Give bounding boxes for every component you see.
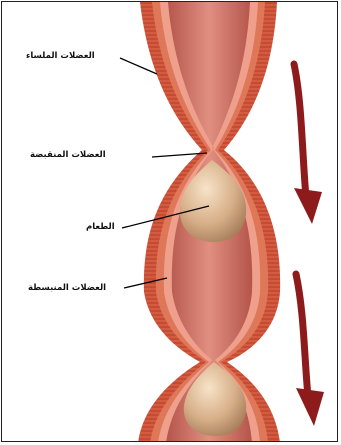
arrow-head-lower — [296, 388, 324, 426]
leader-smooth-muscle — [120, 58, 157, 74]
arrow-down-lower — [296, 274, 308, 397]
label-food: الطعام — [86, 222, 115, 232]
label-contracted-muscle: العضلات المنقبضة — [30, 150, 106, 160]
peristalsis-illustration — [2, 2, 338, 442]
label-smooth-muscle: العضلات الملساء — [26, 51, 95, 61]
label-relaxed-muscle: العضلات المنبسطة — [28, 283, 106, 293]
arrow-head-upper — [294, 188, 322, 224]
arrow-down-upper — [294, 64, 306, 197]
diagram-frame: العضلات الملساء العضلات المنقبضة الطعام … — [1, 1, 338, 442]
